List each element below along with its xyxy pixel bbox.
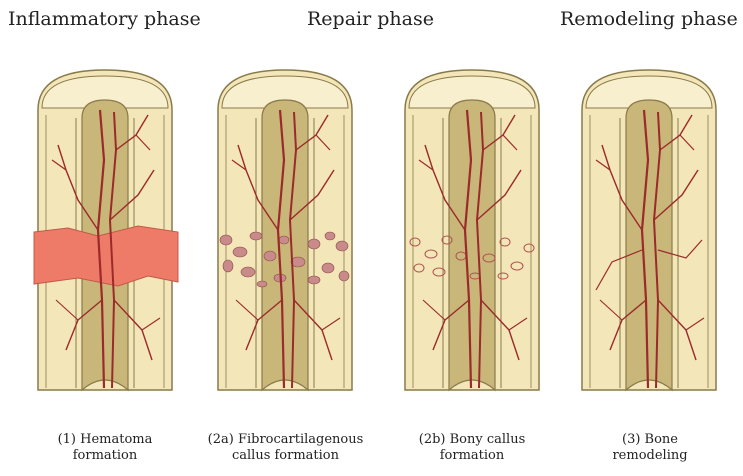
caption-fibrocartilage-line1: (2a) Fibrocartilagenous — [198, 432, 373, 448]
caption-fibrocartilage: (2a) Fibrocartilagenous callus formation — [198, 432, 373, 464]
caption-fibrocartilage-line2: callus formation — [198, 448, 373, 464]
caption-remodeling: (3) Bone remodeling — [590, 432, 710, 464]
caption-bony-callus: (2b) Bony callus formation — [397, 432, 547, 464]
caption-hematoma-line2: formation — [30, 448, 180, 464]
bone-stage-fibrocartilage — [218, 70, 352, 390]
bone-stage-hematoma — [34, 70, 178, 390]
caption-bony-callus-line1: (2b) Bony callus — [397, 432, 547, 448]
hematoma-region — [34, 226, 178, 286]
caption-hematoma: (1) Hematoma formation — [30, 432, 180, 464]
caption-remodeling-line1: (3) Bone — [590, 432, 710, 448]
caption-remodeling-line2: remodeling — [590, 448, 710, 464]
bone-stage-bony-callus — [405, 70, 539, 390]
bone-stage-remodeling — [582, 70, 716, 390]
caption-hematoma-line1: (1) Hematoma — [30, 432, 180, 448]
caption-bony-callus-line2: formation — [397, 448, 547, 464]
